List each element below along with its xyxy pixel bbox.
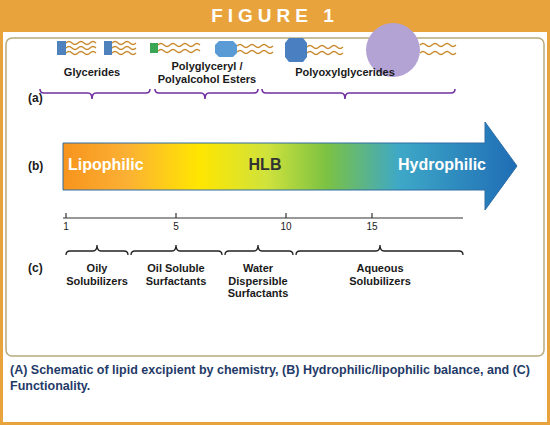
title-banner	[0, 0, 550, 32]
function-name: Oily Solubilizers	[66, 262, 128, 287]
axis-number: 10	[274, 221, 298, 233]
fatty-tail	[420, 52, 456, 55]
group-bracket	[155, 89, 258, 99]
axis-number: 15	[360, 221, 384, 233]
polyoxyl-head	[215, 41, 237, 57]
polyglyceryl-head	[150, 43, 158, 53]
fatty-tail	[237, 45, 273, 48]
fatty-tail	[420, 44, 456, 47]
axis-tick	[371, 213, 372, 218]
axis-tick	[175, 213, 176, 218]
fatty-tail	[307, 52, 343, 55]
axis-number: 5	[164, 221, 188, 233]
hlb-scale-arrow: Lipophilic HLB Hydrophilic	[60, 120, 520, 212]
scale-end-label: Hydrophilic	[398, 156, 508, 174]
function-bracket	[66, 245, 128, 255]
function-bracket	[131, 245, 222, 255]
group-bracket	[40, 89, 150, 99]
figure-title: FIGURE 1	[0, 5, 550, 27]
glyceride-head	[104, 41, 112, 55]
fatty-tail	[158, 44, 200, 47]
axis-tick	[65, 213, 66, 218]
polyoxyl-head	[285, 38, 307, 62]
function-name: Oil Soluble Surfactants	[134, 262, 218, 287]
fatty-tail	[66, 52, 96, 55]
class-name: Polyoxylglycerides	[275, 66, 415, 79]
function-name: Water Dispersible Surfactants	[225, 262, 291, 300]
scale-title: HLB	[225, 156, 305, 174]
function-bracket	[296, 245, 463, 255]
fatty-tail	[66, 47, 96, 50]
fatty-tail	[158, 50, 200, 53]
fatty-tail	[112, 52, 136, 55]
part-letter: (b)	[28, 160, 58, 174]
fatty-tail	[112, 42, 136, 45]
class-name: Glycerides	[47, 66, 137, 79]
hlb-axis	[63, 217, 463, 218]
fatty-tail	[112, 47, 136, 50]
class-name: Polyglyceryl / Polyalcohol Esters	[154, 60, 260, 85]
group-brackets	[40, 89, 455, 99]
fatty-tail	[66, 42, 96, 45]
fatty-tail	[307, 46, 343, 49]
panel-box	[6, 38, 544, 356]
group-bracket	[262, 89, 455, 99]
part-letter: (c)	[28, 262, 58, 276]
function-brackets	[66, 245, 463, 255]
scale-end-label: Lipophilic	[68, 156, 178, 174]
function-name: Aqueous Solubilizers	[340, 262, 420, 287]
glyceride-head	[57, 41, 66, 55]
gradient-arrow	[63, 122, 517, 210]
axis-number: 1	[54, 221, 78, 233]
axis-tick	[285, 213, 286, 218]
fatty-tail	[237, 51, 273, 54]
figure-caption: (A) Schematic of lipid excipient by chem…	[10, 362, 542, 395]
part-letter: (a)	[28, 92, 58, 106]
function-bracket	[225, 245, 293, 255]
